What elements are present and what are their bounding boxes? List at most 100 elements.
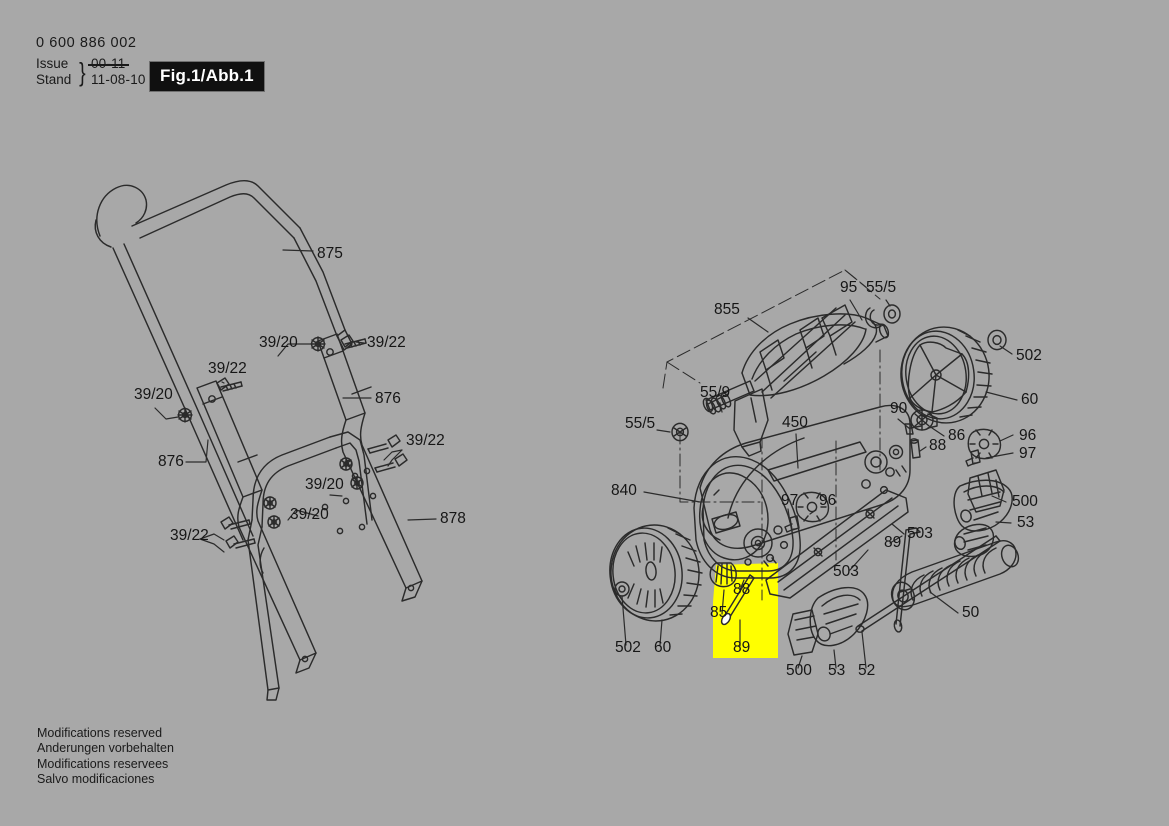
shoe-53-right <box>953 479 1013 532</box>
part-callout-52: 52 <box>858 662 875 679</box>
part-callout-39-22: 39/22 <box>170 527 209 544</box>
construction-frame-450 <box>679 349 881 601</box>
knob-96-right <box>967 428 1002 460</box>
screw-39-22-f <box>225 535 256 549</box>
washer-55-5-top <box>883 304 901 324</box>
handle-bar-875 <box>94 179 353 541</box>
footer-line-de: Anderungen vorbehalten <box>37 741 174 756</box>
dates-block: 00-11 11-08-10 <box>88 56 146 88</box>
knob-39-20-d <box>350 476 364 490</box>
part-callout-39-20: 39/20 <box>259 334 298 351</box>
wheel-right-60 <box>900 326 993 424</box>
screw-39-22-b <box>216 377 243 392</box>
construction-frame-855 <box>662 269 881 389</box>
part-callout-500: 500 <box>786 662 812 679</box>
support-rail-503 <box>765 489 909 599</box>
part-callout-503: 503 <box>833 563 859 580</box>
issue-date: 00-11 <box>88 56 128 71</box>
screw-39-22-d <box>374 453 408 473</box>
part-callout-39-20: 39/20 <box>290 506 329 523</box>
part-callout-85: 85 <box>710 604 727 621</box>
part-callout-55-5: 55/5 <box>866 279 896 296</box>
knob-39-20-c <box>339 457 353 471</box>
callout-labels: 875 39/20 39/22 39/22 39/20 876 39/22 876 39/20 8… <box>134 245 1042 679</box>
part-callout-89: 89 <box>884 534 901 551</box>
pin-89 <box>720 574 755 626</box>
screw-97-right <box>965 449 981 467</box>
spring-55-9 <box>705 392 732 415</box>
clip-95 <box>864 307 882 329</box>
part-callout-88: 88 <box>733 581 750 598</box>
gear-cover-840 <box>698 472 789 567</box>
part-callout-39-20: 39/20 <box>134 386 173 403</box>
header: 0 600 886 002 Issue Stand } 00-11 11-08-… <box>36 34 265 92</box>
part-callout-39-22: 39/22 <box>208 360 247 377</box>
part-callout-97: 97 <box>781 492 798 509</box>
knob-39-20-group <box>177 336 364 529</box>
splined-hub-85 <box>709 562 737 588</box>
part-callout-60: 60 <box>1021 391 1039 408</box>
bushing-86 <box>910 409 938 431</box>
footer-line-es: Salvo modificaciones <box>37 772 155 787</box>
handle-extension-876-left <box>196 380 263 498</box>
part-callout-876: 876 <box>375 390 401 407</box>
document-number: 0 600 886 002 <box>36 35 137 51</box>
part-callout-39-20: 39/20 <box>305 476 344 493</box>
highlight-region-89 <box>713 563 778 658</box>
part-callout-503: 503 <box>907 525 933 542</box>
wheel-left-60 <box>609 524 703 622</box>
part-callout-89: 89 <box>733 639 750 656</box>
knob-39-20-b <box>310 336 326 352</box>
part-callout-96: 96 <box>819 492 836 509</box>
wedge-500-left <box>787 609 819 656</box>
stand-label: Stand <box>36 72 72 87</box>
part-callout-840: 840 <box>611 482 637 499</box>
part-callout-53: 53 <box>828 662 845 679</box>
knob-39-20-e <box>263 496 277 510</box>
part-callout-96: 96 <box>1019 427 1036 444</box>
footer-notice: Modifications reserved Anderungen vorbeh… <box>37 726 174 788</box>
part-callout-39-22: 39/22 <box>406 432 445 449</box>
screw-39-22-e <box>220 516 251 530</box>
part-callout-39-22: 39/22 <box>367 334 406 351</box>
part-callout-855: 855 <box>714 301 740 318</box>
part-callout-90: 90 <box>890 400 908 417</box>
handle-cross-brace <box>247 431 373 701</box>
screw-97-center <box>784 515 800 533</box>
screw-39-22-group <box>216 334 408 549</box>
knob-39-20-f <box>267 515 281 529</box>
part-callout-875: 875 <box>317 245 343 262</box>
part-callout-450: 450 <box>782 414 808 431</box>
issue-label: Issue <box>36 56 69 71</box>
screw-39-22-a <box>340 334 367 349</box>
issue-stand-labels: Issue Stand <box>36 56 71 88</box>
screw-39-22-c <box>367 434 401 454</box>
leader-lines <box>154 249 1018 669</box>
footer-line-en: Modifications reserved <box>37 726 163 740</box>
part-callout-53: 53 <box>1017 514 1034 531</box>
part-callout-86: 86 <box>948 427 965 444</box>
part-callout-878: 878 <box>440 510 466 527</box>
shoe-53-left <box>809 586 869 647</box>
brace-glyph: } <box>79 57 86 87</box>
part-callout-502: 502 <box>1016 347 1042 364</box>
part-callout-50: 50 <box>962 604 980 621</box>
part-callout-876: 876 <box>158 453 184 470</box>
issue-date-row: 00-11 <box>88 56 146 72</box>
figure-badge: Fig.1/Abb.1 <box>149 61 265 92</box>
cutting-cylinder-855 <box>702 304 890 457</box>
part-callout-502: 502 <box>615 639 641 656</box>
handle-mounting-holes <box>321 459 377 535</box>
knob-96-center <box>795 491 830 523</box>
part-callout-60: 60 <box>654 639 672 656</box>
roller-50 <box>890 540 1020 611</box>
part-callout-55-5: 55/5 <box>625 415 655 432</box>
footer-line-fr: Modifications reservees <box>37 756 169 771</box>
part-callout-95: 95 <box>840 279 857 296</box>
part-callout-500: 500 <box>1012 493 1038 510</box>
stand-date: 11-08-10 <box>90 72 146 87</box>
rod-89-right <box>893 527 921 633</box>
part-callout-88: 88 <box>929 437 946 454</box>
